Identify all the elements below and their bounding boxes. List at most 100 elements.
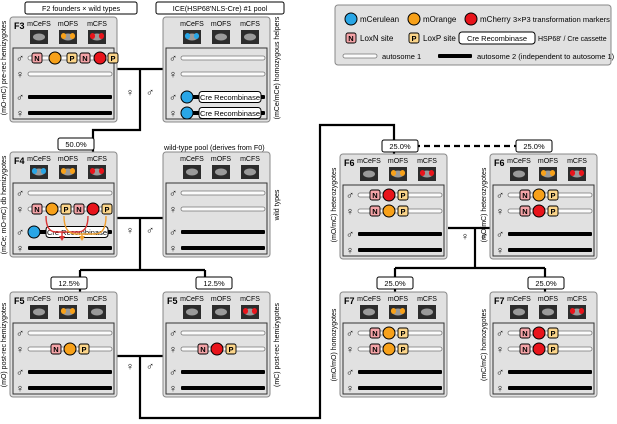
cherry-marker <box>532 204 546 218</box>
female-symbol: ♀ <box>346 344 354 356</box>
fly-head-icon <box>363 308 375 316</box>
fluorescent-eye-icon <box>31 168 38 174</box>
loxn-glyph: N <box>53 345 58 354</box>
loxn-glyph: N <box>522 329 527 338</box>
fluorescent-eye-icon <box>251 308 258 314</box>
fly-head-icon <box>244 33 256 41</box>
female-symbol: ♀ <box>16 108 24 120</box>
loxn-glyph: N <box>372 191 377 200</box>
arrowhead-red <box>59 236 65 241</box>
autosome-2-legend-icon <box>438 54 472 58</box>
phenotype-label-mce: mCeFS <box>507 158 531 165</box>
legend-loxp: LoxP site <box>423 34 456 43</box>
genotype-frame <box>492 184 595 257</box>
phenotype-label-mc: mCFS <box>567 158 587 165</box>
phenotype-label-mce: mCeFS <box>27 21 51 28</box>
generation-label: F6 <box>494 158 505 168</box>
fly-eye-icon <box>389 167 407 181</box>
autosome-1-bar <box>27 71 113 77</box>
legend-mcherry: mCherry <box>480 15 511 24</box>
descent-line <box>138 123 396 420</box>
cerulean-marker <box>180 90 194 104</box>
cerulean-marker <box>27 225 41 239</box>
fluorescent-eye-icon <box>569 170 576 176</box>
fly-eye-icon <box>183 30 201 44</box>
orange-marker <box>382 204 396 218</box>
fluorescent-eye-icon <box>419 170 426 176</box>
autosome-1-bar <box>180 330 266 336</box>
fly-eye-icon <box>183 305 201 319</box>
loxp-site <box>397 189 409 201</box>
male-symbol: ♂ <box>16 328 24 340</box>
fly-head-icon <box>542 308 554 316</box>
autosome-2-bar <box>508 248 592 252</box>
fluorescent-eye-icon <box>60 168 67 174</box>
loxn-glyph: N <box>522 345 527 354</box>
male-symbol: ♂ <box>146 361 154 373</box>
orange-marker <box>48 51 62 65</box>
phenotype-label-mo: mOFS <box>211 296 232 303</box>
autosome-2-bar <box>508 232 592 236</box>
fly-eye-icon <box>212 305 230 319</box>
female-symbol: ♀ <box>16 69 24 81</box>
male-symbol: ♂ <box>16 92 24 104</box>
ice-pool-label: ICE(HSP68'NLS-Cre) #1 pool <box>173 4 268 13</box>
loxp-glyph: P <box>81 345 86 354</box>
genotype-caption: (mCe/mCe) homozygous helpers <box>274 16 281 119</box>
autosome-2-bar <box>181 246 265 250</box>
fly-eye-icon <box>30 165 48 179</box>
fluorescent-eye-icon <box>578 170 585 176</box>
loxp-glyph: P <box>110 54 115 63</box>
male-symbol: ♂ <box>346 190 354 202</box>
fluorescent-eye-icon <box>98 33 105 39</box>
loxn-site <box>197 343 209 355</box>
fly-eye-icon <box>88 165 106 179</box>
fly-head-icon <box>513 170 525 178</box>
phenotype-label-mce: mCeFS <box>180 21 204 28</box>
phenotype-label-mce: mCeFS <box>27 296 51 303</box>
fly-eye-icon <box>212 30 230 44</box>
genotype-caption: (mO) post-rec hemizygotes <box>1 302 8 387</box>
fly-head-icon <box>215 168 227 176</box>
percentage-box <box>195 276 233 290</box>
phenotype-label-mc: mCFS <box>240 156 260 163</box>
legend-morange: mOrange <box>423 15 457 24</box>
legend-autosome2: autosome 2 (independent to autosome 1) <box>477 52 615 61</box>
phenotype-label-mo: mOFS <box>538 296 559 303</box>
genotype-caption: (mO/mC) heterozygotes <box>331 167 338 242</box>
percentage-label: 50.0% <box>65 140 87 149</box>
legend-cre: Cre Recombinase <box>467 34 527 43</box>
phenotype-label-mo: mOFS <box>58 156 79 163</box>
generation-label: F7 <box>344 296 355 306</box>
loxp-site <box>397 327 409 339</box>
phenotype-label-mo: mOFS <box>388 158 409 165</box>
fluorescent-eye-icon <box>98 168 105 174</box>
male-symbol: ♂ <box>16 53 24 65</box>
phenotype-label-mc: mCFS <box>87 21 107 28</box>
autosome-2-bar <box>181 386 265 390</box>
autosome-2-bar <box>508 386 592 390</box>
male-symbol: ♂ <box>16 367 24 379</box>
loxp-site <box>107 52 119 64</box>
cerulean-marker <box>180 106 194 120</box>
ice-pool-label-box <box>155 1 285 15</box>
female-symbol: ♀ <box>126 361 134 373</box>
loxp-site <box>101 203 113 215</box>
fly-eye-icon <box>418 305 436 319</box>
fluorescent-eye-icon <box>69 308 76 314</box>
genotype-caption: wild types <box>274 189 281 221</box>
loxp-glyph: P <box>104 205 109 214</box>
fluorescent-eye-icon <box>540 170 547 176</box>
fluorescent-eye-icon <box>390 308 397 314</box>
generation-label: F5 <box>14 296 25 306</box>
phenotype-label-mce: mCeFS <box>357 158 381 165</box>
orange-marker <box>532 188 546 202</box>
autosome-2-bar <box>28 246 112 250</box>
loxp-site <box>547 343 559 355</box>
legend-cassette: HSP68' / Cre cassette <box>538 36 607 43</box>
fly-eye-icon <box>389 305 407 319</box>
percentage-box <box>376 276 414 290</box>
fly-eye-icon <box>212 165 230 179</box>
phenotype-label-mo: mOFS <box>211 21 232 28</box>
fly-eye-icon <box>568 305 586 319</box>
